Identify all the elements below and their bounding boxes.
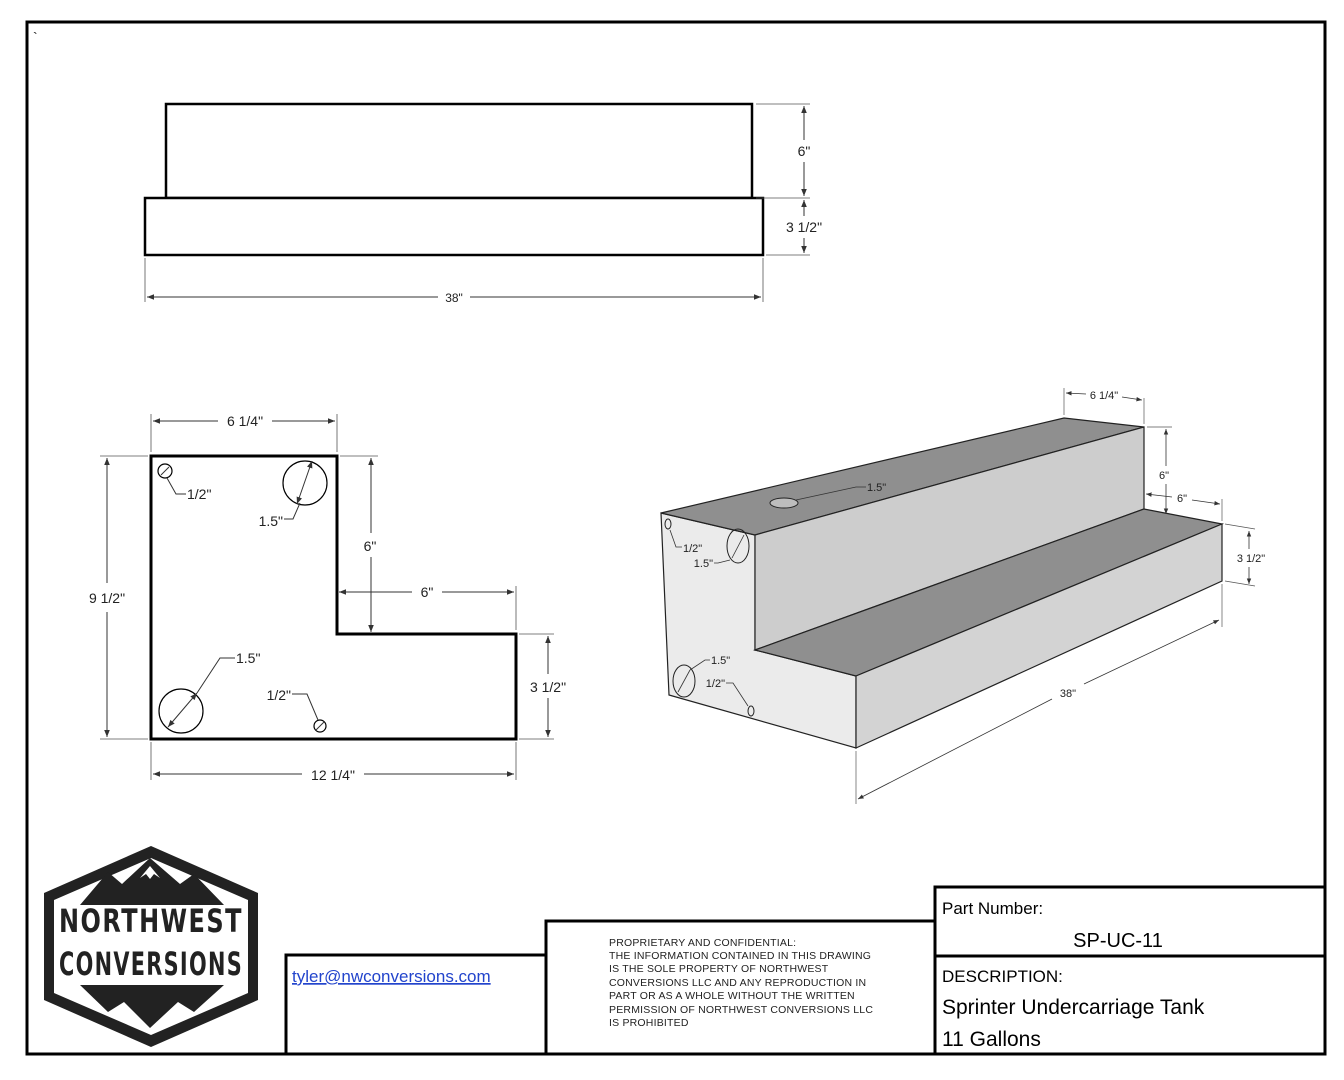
iso-large-hole-bottom-label: 1.5" xyxy=(711,655,730,667)
svg-text:PROPRIETARY AND CONFIDENTIAL:: PROPRIETARY AND CONFIDENTIAL: xyxy=(609,937,796,949)
iso-large-hole-top-label: 1.5" xyxy=(694,558,713,570)
svg-text:PART OR AS A WHOLE WITHOUT THE: PART OR AS A WHOLE WITHOUT THE WRITTEN xyxy=(609,990,855,1002)
email-text[interactable]: tyler@nwconversions.com xyxy=(292,967,491,986)
side-view-outline xyxy=(149,454,518,741)
side-lower-height-label: 3 1/2" xyxy=(530,679,566,695)
side-step-height-label: 6" xyxy=(364,538,377,554)
side-total-width-label: 12 1/4" xyxy=(311,767,355,783)
logo-line2: CONVERSIONS xyxy=(59,945,243,983)
svg-text:THE INFORMATION CONTAINED IN T: THE INFORMATION CONTAINED IN THIS DRAWIN… xyxy=(609,950,871,962)
iso-step-width-label: 6" xyxy=(1177,493,1187,505)
corner-mark: ` xyxy=(33,29,38,45)
side-large-hole-bottom-label: 1.5" xyxy=(236,650,260,666)
title-block: tyler@nwconversions.com PROPRIETARY AND … xyxy=(284,885,1325,1054)
iso-length-label: 38" xyxy=(1060,688,1076,700)
iso-large-hole-top xyxy=(726,528,750,564)
side-small-hole-bottom-label: 1/2" xyxy=(267,687,291,703)
top-view-lower-height-label: 3 1/2" xyxy=(786,219,822,235)
iso-small-hole-bottom-label: 1/2" xyxy=(706,678,725,690)
part-number-label: Part Number: xyxy=(942,899,1043,918)
side-total-height-label: 9 1/2" xyxy=(89,590,125,606)
mountain-icon xyxy=(80,858,224,905)
svg-text:IS THE SOLE PROPERTY OF NORTHW: IS THE SOLE PROPERTY OF NORTHWEST xyxy=(609,963,829,975)
mountain-reflection-icon xyxy=(80,985,224,1028)
top-view-upper-block xyxy=(164,102,754,200)
svg-text:CONVERSIONS LLC AND ANY REPROD: CONVERSIONS LLC AND ANY REPRODUCTION IN xyxy=(609,977,866,989)
side-top-width-label: 6 1/4" xyxy=(227,413,263,429)
top-view-length-label: 38" xyxy=(445,291,463,305)
side-small-hole-bottom xyxy=(313,719,327,733)
svg-text:PERMISSION OF NORTHWEST CONVER: PERMISSION OF NORTHWEST CONVERSIONS LLC xyxy=(609,1004,873,1016)
side-small-hole-top xyxy=(157,463,173,479)
iso-step-height-label: 6" xyxy=(1159,470,1169,482)
description-line1: Sprinter Undercarriage Tank xyxy=(942,996,1205,1019)
iso-top-hole-label: 1.5" xyxy=(867,482,886,494)
iso-small-hole-bottom xyxy=(747,705,755,717)
svg-text:IS PROHIBITED: IS PROHIBITED xyxy=(609,1017,689,1029)
side-large-hole-bottom xyxy=(158,688,204,734)
side-view: 1/2" 1.5" 1.5" 1/2" 6 1/4" 9 1/2" 6" 6" xyxy=(89,413,566,783)
description-label: DESCRIPTION: xyxy=(942,967,1063,986)
iso-view: 1.5" 1/2" 1.5" 1.5" 1/2" 6 1/4" 6" 6" xyxy=(660,388,1265,804)
side-small-hole-top-label: 1/2" xyxy=(187,486,211,502)
iso-small-hole-top-label: 1/2" xyxy=(683,543,702,555)
top-view: 6" 3 1/2" 38" xyxy=(143,102,822,305)
part-number-value: SP-UC-11 xyxy=(1073,930,1163,952)
description-line2: 11 Gallons xyxy=(942,1028,1041,1051)
iso-front-face xyxy=(855,523,1223,749)
email-link[interactable]: tyler@nwconversions.com xyxy=(292,967,491,986)
logo-line1: NORTHWEST xyxy=(59,902,243,940)
iso-top-hole xyxy=(769,497,799,509)
side-step-width-label: 6" xyxy=(421,584,434,600)
iso-large-hole-bottom xyxy=(672,664,696,698)
company-logo: NORTHWEST CONVERSIONS xyxy=(44,846,258,1047)
sheet-border xyxy=(25,20,1327,1056)
top-view-lower-block xyxy=(143,196,765,257)
side-large-hole-top-label: 1.5" xyxy=(259,513,283,529)
top-view-upper-height-label: 6" xyxy=(798,143,811,159)
iso-small-hole-top xyxy=(664,518,672,530)
iso-lower-height-label: 3 1/2" xyxy=(1237,553,1265,565)
iso-top-width-label: 6 1/4" xyxy=(1090,390,1118,402)
legal-notice: PROPRIETARY AND CONFIDENTIAL: THE INFORM… xyxy=(609,937,873,1029)
